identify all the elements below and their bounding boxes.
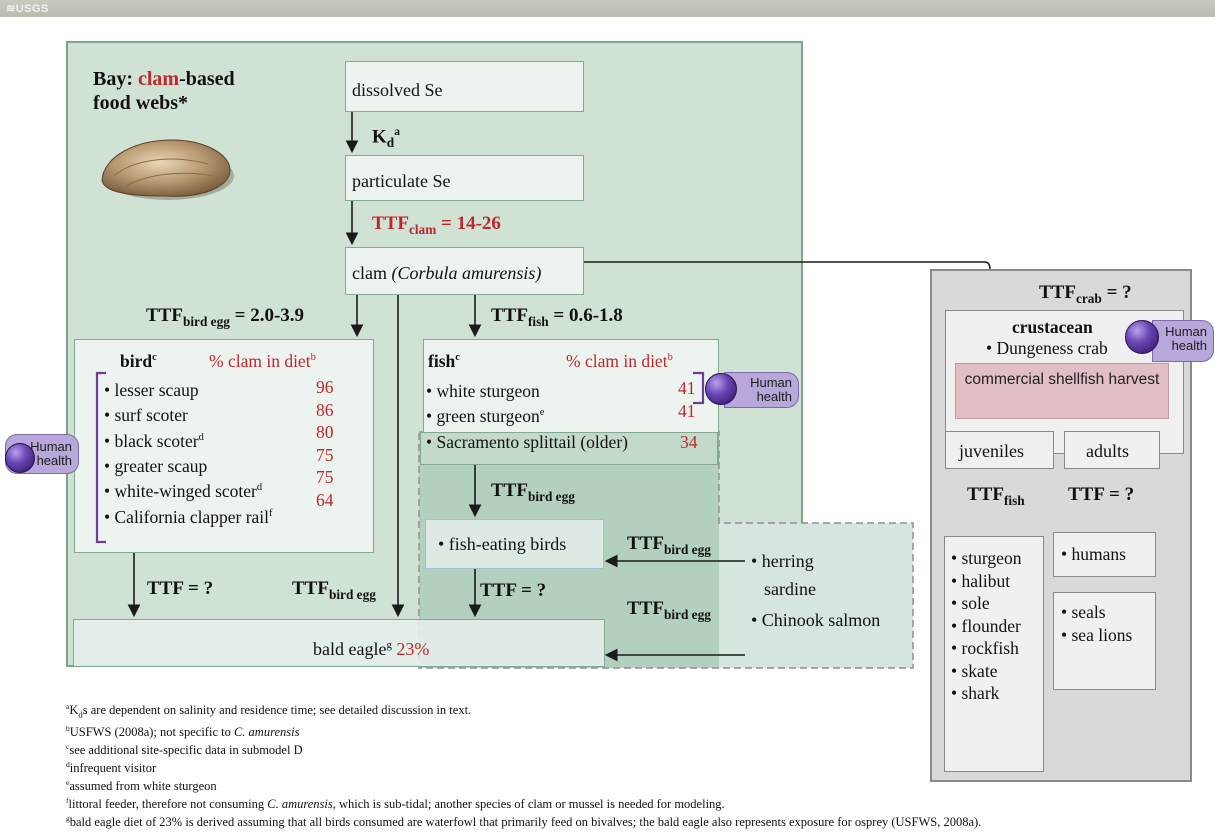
dungeness-crab: • Dungeness crab: [986, 338, 1108, 358]
top-banner: ≋USGS: [0, 0, 1215, 17]
list-item: • white-winged scoterd: [104, 481, 263, 502]
usgs-logo: ≋USGS: [6, 3, 49, 15]
ttf-bird-egg-salmon: TTFbird egg: [627, 598, 711, 622]
marine-mammals-box: • seals • sea lions: [1053, 592, 1156, 690]
clam-photo: [101, 139, 234, 200]
fish-title: fishc: [428, 350, 460, 371]
bald-eagle-box: [73, 619, 605, 667]
bird-diet-header: % clam in dietb: [209, 350, 316, 371]
list-item: • skate: [951, 660, 998, 681]
ttf-unknown-bird: TTF = ?: [147, 578, 214, 599]
footnote-f: flittoral feeder, therefore not consumin…: [66, 796, 725, 812]
prey-chinook: • Chinook salmon: [751, 610, 881, 630]
list-item: • sole: [951, 593, 990, 613]
human-health-icon: [1125, 320, 1159, 354]
fish-list: • white sturgeon • green sturgeone • Sac…: [426, 377, 628, 453]
prey-sardine: sardine: [764, 579, 816, 599]
bald-eagle-label: bald eagleg 23%: [313, 639, 430, 659]
ttf-bird-egg-label: TTFbird egg = 2.0-3.9: [146, 305, 305, 329]
ttf-clam-label: TTFclam = 14-26: [372, 213, 501, 237]
list-item: • seals: [1061, 602, 1106, 622]
humans-box: • humans: [1053, 532, 1156, 577]
fish-eating-birds-box: • fish-eating birds: [425, 519, 604, 569]
footnote-a: aKds are dependent on salinity and resid…: [66, 702, 472, 720]
list-item: • green sturgeone: [426, 406, 545, 427]
ttf-bird-egg-eagle: TTFbird egg: [292, 578, 376, 602]
juvenile-predators-box: • sturgeon • halibut • sole • flounder •…: [944, 536, 1044, 772]
list-item: • white sturgeon: [426, 380, 540, 401]
footnotes: aKds are dependent on salinity and resid…: [66, 700, 981, 830]
list-item: • shark: [951, 683, 1000, 703]
splittail-highlight: [420, 432, 718, 465]
fish-diet-values: 41 41: [678, 378, 696, 421]
fish-diet-header: % clam in dietb: [566, 350, 673, 371]
footnote-b: bUSFWS (2008a); not specific to C. amure…: [66, 724, 300, 740]
list-item: • black scoterd: [104, 430, 204, 451]
bird-diet-values: 96 86 80 75 75 64: [316, 377, 334, 510]
commercial-harvest-box: commercial shellfish harvest: [955, 363, 1169, 419]
ttf-adults: TTF = ?: [1068, 484, 1135, 505]
list-item: • sturgeon: [951, 548, 1022, 568]
prey-herring: • herring: [751, 551, 814, 571]
particulate-se-box: particulate Se: [345, 155, 584, 201]
ttf-unknown-mid: TTF = ?: [480, 580, 547, 601]
ttf-fish-crab: TTFfish: [967, 484, 1025, 508]
ttf-crab-label: TTFcrab = ?: [1039, 282, 1132, 306]
bird-list: • lesser scaup • surf scoter • black sco…: [104, 376, 273, 528]
list-item: • California clapper railf: [104, 506, 273, 527]
footnote-g: gbald eagle diet of 23% is derived assum…: [66, 814, 982, 830]
list-item: • flounder: [951, 615, 1021, 636]
bird-title: birdc: [120, 350, 157, 371]
juveniles-box: juveniles: [945, 431, 1054, 469]
clam-box: clam (Corbula amurensis): [345, 247, 584, 295]
footnote-e: eassumed from white sturgeon: [66, 778, 217, 794]
list-item: • surf scoter: [104, 405, 188, 426]
human-health-icon: [5, 443, 35, 473]
kd-label: Kda: [372, 126, 400, 151]
adults-box: adults: [1064, 431, 1160, 469]
ttf-bird-egg-herring: TTFbird egg: [627, 533, 711, 557]
bay-title: Bay: clam-based food webs*: [93, 68, 235, 114]
human-health-icon: [705, 373, 737, 405]
ttf-fish-label: TTFfish = 0.6-1.8: [491, 305, 623, 329]
list-item: • greater scaup: [104, 455, 208, 476]
crustacean-title: crustacean: [1012, 317, 1093, 337]
list-item: • halibut: [951, 570, 1011, 591]
dissolved-se-box: dissolved Se: [345, 61, 584, 112]
ttf-bird-egg-mid: TTFbird egg: [491, 480, 575, 504]
bird-box: [74, 339, 374, 553]
footnote-c: csee additional site-specific data in su…: [66, 742, 303, 758]
splittail-value: 34: [680, 432, 698, 452]
list-item: • sea lions: [1061, 624, 1133, 645]
footnote-d: dinfrequent visitor: [66, 760, 157, 776]
list-item: • Sacramento splittail (older): [426, 431, 628, 452]
list-item: • rockfish: [951, 638, 1019, 658]
list-item: • lesser scaup: [104, 379, 199, 400]
